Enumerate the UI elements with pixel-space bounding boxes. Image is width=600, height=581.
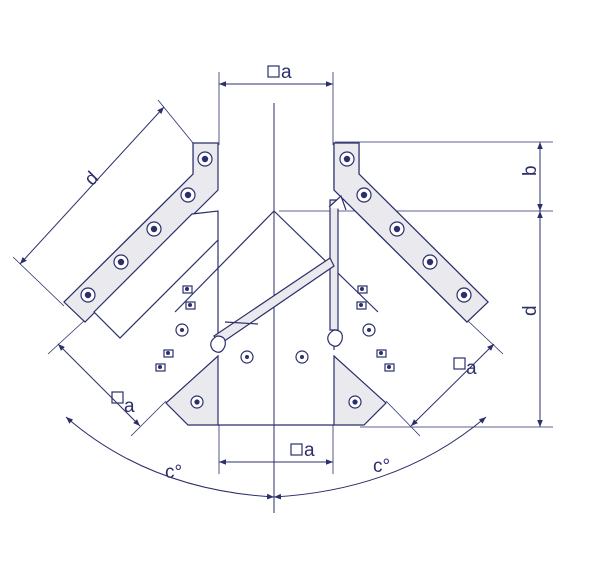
hole <box>180 187 196 203</box>
bottom-right-square-a-label: a <box>466 358 477 379</box>
angle-c-arcs: c° c° <box>65 416 487 500</box>
angle-c-left-label: c° <box>165 462 182 483</box>
bolt <box>155 363 166 372</box>
bottom-square-a-dimension: a <box>218 425 334 474</box>
top-square-a-label: a <box>281 62 292 83</box>
hole <box>190 395 204 409</box>
bolt <box>185 301 196 310</box>
bolt <box>182 285 193 294</box>
right-d-label: d <box>520 305 541 316</box>
right-upper-channel <box>333 142 489 323</box>
hole <box>175 323 189 337</box>
hole <box>456 287 472 303</box>
hole <box>295 350 309 364</box>
hole <box>339 151 355 167</box>
bolt <box>357 285 368 294</box>
hole <box>240 350 254 364</box>
hole <box>348 395 362 409</box>
b-label: b <box>520 165 541 176</box>
small-bracket <box>328 194 347 211</box>
hanger-rod <box>327 199 343 347</box>
left-arm-holes <box>80 151 213 303</box>
bolt <box>163 349 174 358</box>
hole <box>146 221 162 237</box>
bolt <box>356 301 367 310</box>
bolts <box>155 285 395 372</box>
bottom-right-square-a-dimension: a <box>385 319 504 437</box>
bolt <box>376 349 387 358</box>
diagonal-hanger-arm <box>210 257 335 353</box>
hole <box>113 254 129 270</box>
b-dimension: b <box>279 141 553 212</box>
bolt <box>384 363 395 372</box>
bottom-left-square-a-dimension: a <box>47 319 167 437</box>
hole <box>389 221 405 237</box>
angle-c-right-label: c° <box>373 456 390 477</box>
bottom-left-square-a-label: a <box>124 396 135 417</box>
hole <box>197 151 213 167</box>
left-inner-plate <box>93 210 219 339</box>
left-d-label: d <box>81 168 103 190</box>
top-square-a-dimension: a <box>218 62 334 145</box>
hole <box>80 287 96 303</box>
hole <box>356 187 372 203</box>
left-upper-channel <box>63 142 219 323</box>
bottom-right-plate <box>333 354 387 426</box>
hole <box>362 323 376 337</box>
hole <box>422 254 438 270</box>
plain-holes <box>175 323 376 409</box>
right-arm-holes <box>339 151 472 303</box>
bottom-left-plate <box>165 354 219 426</box>
bottom-square-a-label: a <box>304 440 315 461</box>
